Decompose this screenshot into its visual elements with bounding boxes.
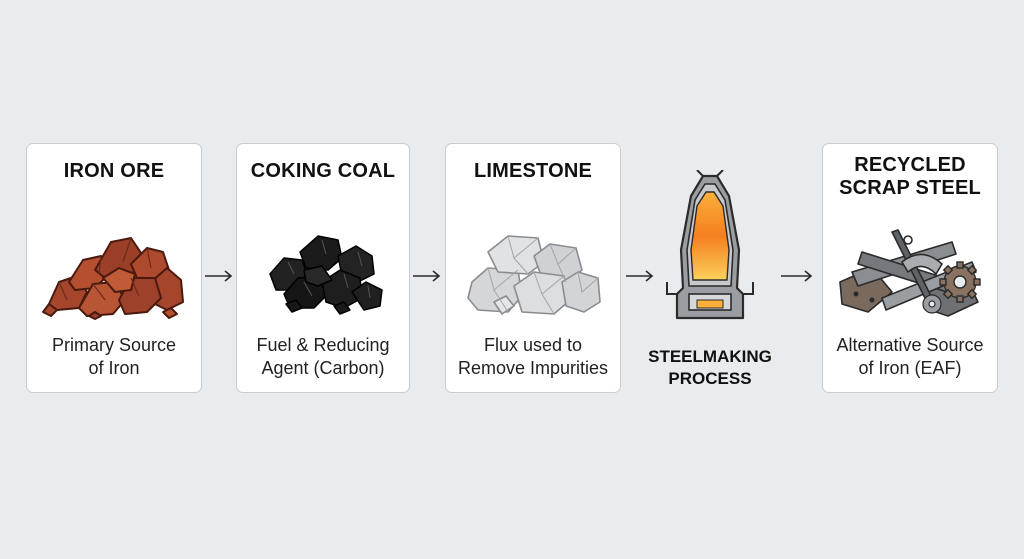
limestone-blocks-icon (446, 212, 620, 320)
stage-title: LIMESTONE (473, 160, 593, 182)
stage-card-iron-ore: IRON ORE Primary Source of Iron (26, 143, 202, 393)
scrap-title: RECYCLED SCRAP STEEL (839, 154, 981, 199)
coal-lumps-icon (237, 212, 409, 320)
flow-arrow-icon (626, 270, 654, 282)
flow-arrow-icon (781, 270, 813, 282)
stage-title: COKING COAL (250, 160, 396, 182)
scrap-metal-icon (823, 212, 997, 320)
furnace-icon (666, 169, 754, 320)
stage-description: Primary Source of Iron (51, 335, 177, 378)
stage-card-scrap-steel: RECYCLED SCRAP STEEL (822, 143, 998, 393)
process-label: STEELMAKING PROCESS (648, 347, 772, 388)
iron-ore-rocks-icon (27, 212, 201, 320)
flow-arrow-icon (413, 270, 441, 282)
scrap-description: Alternative Source of Iron (EAF) (836, 335, 984, 378)
stage-card-limestone: LIMESTONE Flux used to Remove Impurities (445, 143, 621, 393)
steelmaking-process: STEELMAKING PROCESS (645, 169, 775, 395)
stage-card-coking-coal: COKING COAL Fuel & Reducing Agent (Carbo… (236, 143, 410, 393)
stage-description: Fuel & Reducing Agent (Carbon) (256, 335, 390, 378)
stage-description: Flux used to Remove Impurities (457, 335, 609, 378)
stage-title: IRON ORE (63, 160, 165, 182)
flow-arrow-icon (205, 270, 233, 282)
